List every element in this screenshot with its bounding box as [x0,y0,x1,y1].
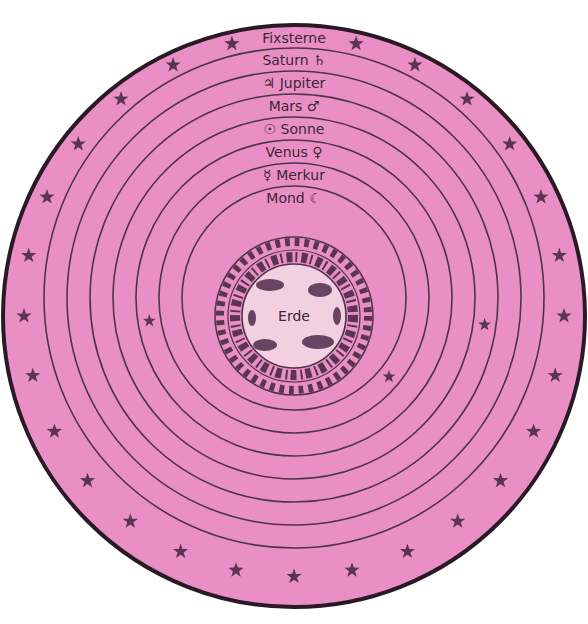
land-patch [256,279,284,291]
fixed-star [21,248,36,262]
ornament-band [235,257,353,375]
fixed-star [552,248,567,262]
earth-ground [242,264,346,368]
sphere-label: Venus ♀ [266,144,323,160]
fixed-star [224,36,239,50]
fixed-stars [16,36,571,583]
fixed-star [286,569,301,583]
sphere-circle [3,25,585,607]
fixed-star [407,57,422,71]
fixed-star [39,189,54,203]
fixed-star [383,370,396,382]
fixed-star [47,423,62,437]
sphere-outline [67,71,521,525]
ornament-ring [215,237,373,395]
sphere-circle [182,186,406,410]
sphere-label: Mond ☾ [266,190,321,206]
sphere-circle [136,140,452,456]
fixed-star [459,91,474,105]
sphere-circle [44,48,544,548]
fixed-star [71,136,86,150]
sphere-circle [90,94,498,502]
fixed-star [143,314,156,326]
fixed-star [16,308,31,322]
fixed-star [526,423,541,437]
planet-sphere: Mond ☾ Erde [182,186,406,410]
sphere-label: ♃ Jupiter [263,75,326,91]
fixed-star [25,368,40,382]
fixed-star [400,544,415,558]
fixed-star [556,308,571,322]
land-patch [302,335,334,349]
fixed-star [348,36,363,50]
land-patch [253,339,277,351]
planet-sphere: Venus ♀ ☿ MerkurMond ☾ Erde [136,140,452,456]
sphere-circle [113,117,475,479]
fixed-star [493,473,508,487]
fixed-star [548,368,563,382]
land-patch [333,307,341,325]
earth-label: Erde [275,308,313,324]
planet-sphere: Saturn ♄ ♃ JupiterMars ♂ ☉ SonneVenus ♀ ☿ M… [44,48,544,548]
sphere-label: ☉ Sonne [264,121,325,137]
land-patch [308,283,332,297]
fixed-star [478,318,491,330]
sphere-outline [182,186,406,410]
fixed-star [228,562,243,576]
fixed-star [533,189,548,203]
sphere-label: Mars ♂ [269,98,320,114]
fixed-star [173,544,188,558]
sphere-label: ☿ Merkur [263,167,325,183]
fixed-star [502,136,517,150]
fixed-star-sphere: FixsterneSaturn ♄ ♃ JupiterMars ♂ ☉ SonneV… [3,25,585,607]
planet-sphere: ☉ SonneVenus ♀ ☿ MerkurMond ☾ Erde [113,117,475,479]
earth-ornament [215,237,373,395]
planet-sphere: ♃ JupiterMars ♂ ☉ SonneVenus ♀ ☿ MerkurMon… [67,71,521,525]
fixed-star [80,473,95,487]
ornament-teeth [220,242,368,390]
fixed-star [165,57,180,71]
sphere-label: Saturn ♄ [262,52,325,68]
sphere-circle [67,71,521,525]
sky-disc [3,25,585,607]
sphere-circle [159,163,429,433]
planet-sphere: ☿ MerkurMond ☾ Erde [159,163,429,433]
land-patch [248,310,256,326]
sphere-label: Fixsterne [262,30,326,46]
fixed-star [123,513,138,527]
fixed-star [344,562,359,576]
fixed-star [113,91,128,105]
sphere-outline [136,140,452,456]
sphere-circle [242,264,346,368]
fixed-star [450,513,465,527]
planet-sphere: Mars ♂ ☉ SonneVenus ♀ ☿ MerkurMond ☾ Erde [90,94,498,502]
ornament-ring [228,250,360,382]
earth-circle: Erde [242,264,346,368]
